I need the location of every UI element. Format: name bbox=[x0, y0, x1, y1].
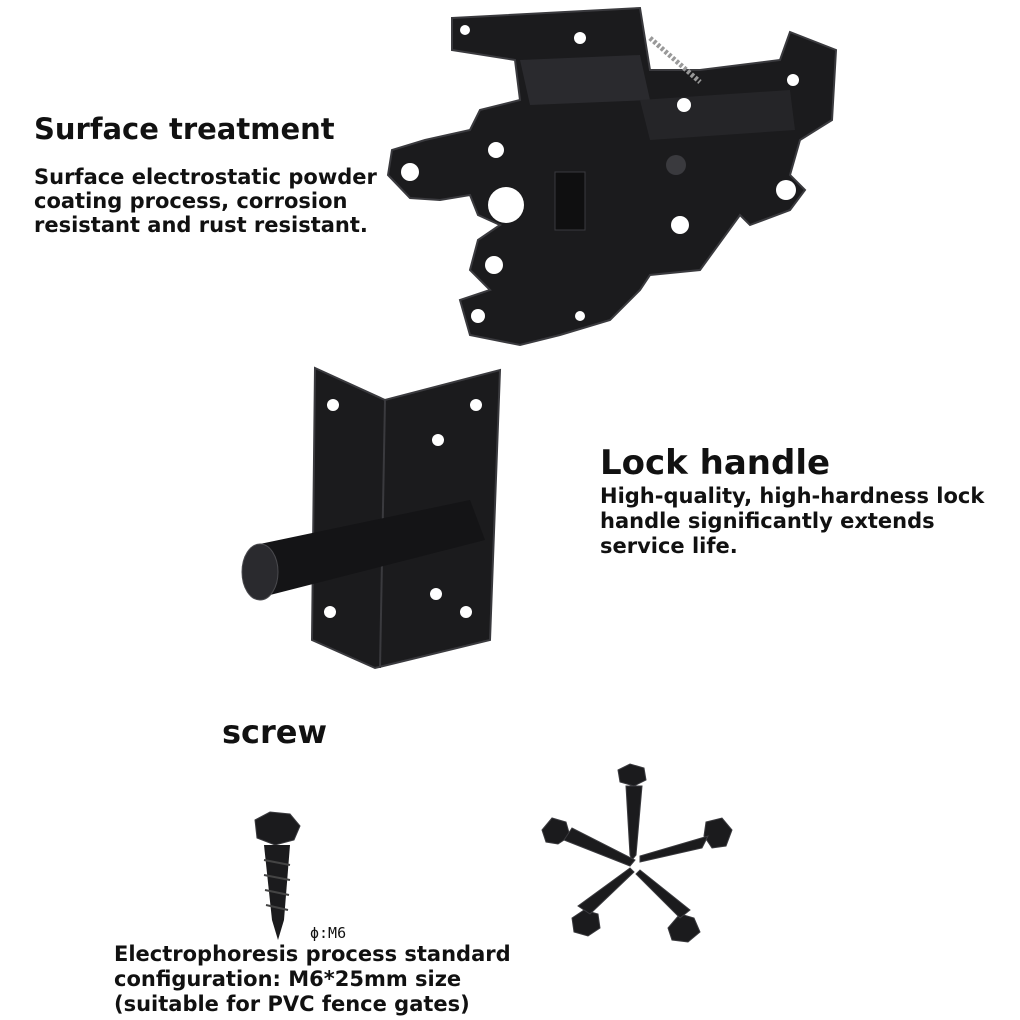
screw-description: Electrophoresis process standard configu… bbox=[114, 942, 511, 1016]
screw-size-label: ϕ:M6 bbox=[310, 924, 347, 942]
single-screw-image bbox=[254, 811, 301, 940]
lock-handle-title: Lock handle bbox=[600, 443, 831, 483]
gate-latch-image bbox=[386, 6, 838, 347]
surface-treatment-title: Surface treatment bbox=[34, 112, 335, 146]
lock-handle-description: High-quality, high-hardness lock handle … bbox=[600, 484, 985, 558]
screw-title: screw bbox=[222, 713, 328, 751]
lock-handle-image bbox=[241, 366, 502, 670]
surface-treatment-description: Surface electrostatic powder coating pro… bbox=[34, 165, 377, 237]
screw-star-arrangement-image bbox=[541, 763, 733, 943]
